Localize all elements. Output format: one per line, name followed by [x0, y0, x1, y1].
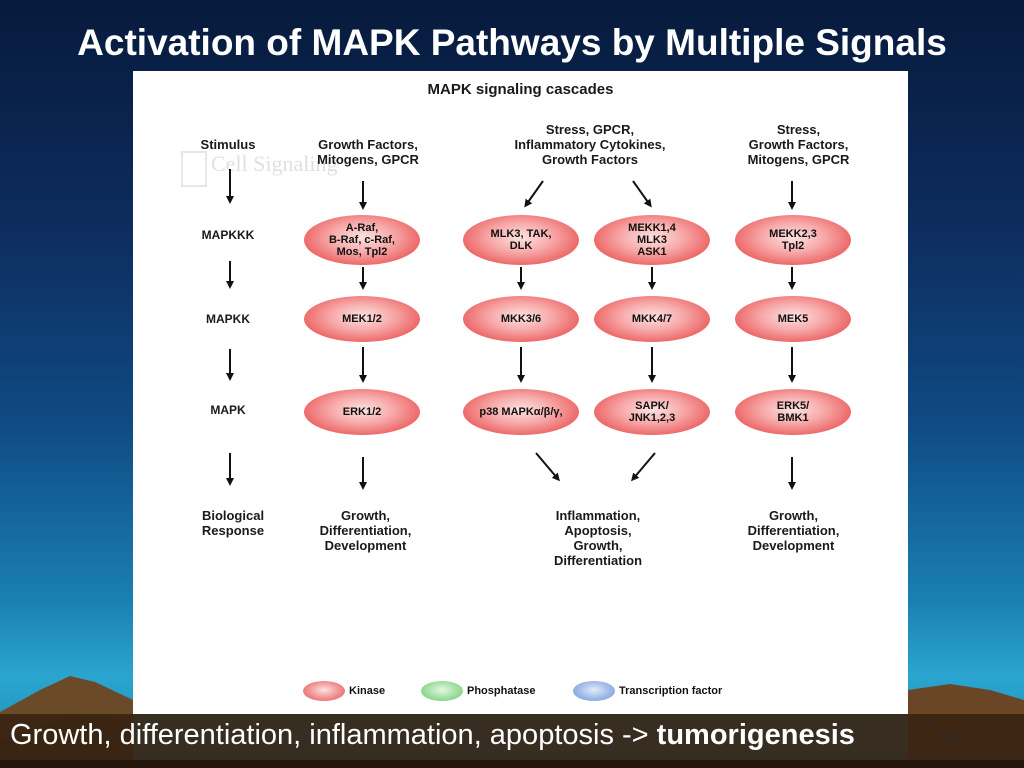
legend-phosphatase-label: Phosphatase — [467, 685, 536, 697]
arrow-diagonal-icon — [631, 452, 656, 482]
legend-phosphatase-swatch — [421, 681, 463, 701]
kinase-oval-mek5: MEK5 — [735, 296, 851, 342]
kinase-oval-sapk-jnk: SAPK/ JNK1,2,3 — [594, 389, 710, 435]
page-number: 31 — [938, 728, 954, 744]
arrow-diagonal-icon — [524, 180, 544, 208]
kinase-oval-erk1-2: ERK1/2 — [304, 389, 420, 435]
row-label-response: Biological Response — [201, 508, 265, 538]
legend-transcription-factor-swatch — [573, 681, 615, 701]
kinase-oval-mek1-2: MEK1/2 — [304, 296, 420, 342]
legend-kinase-swatch — [303, 681, 345, 701]
slide-footer: Growth, differentiation, inflammation, a… — [10, 719, 855, 752]
kinase-oval-erk5-bmk1: ERK5/ BMK1 — [735, 389, 851, 435]
kinase-oval-mkk3-6: MKK3/6 — [463, 296, 579, 342]
row-label-mapkk: MAPKK — [206, 312, 250, 326]
arrow-diagonal-icon — [535, 452, 560, 482]
watermark-logo-icon — [181, 151, 207, 187]
row-label-mapkkk: MAPKKK — [201, 228, 255, 242]
kinase-oval-raf: A-Raf, B-Raf, c-Raf, Mos, Tpl2 — [304, 215, 420, 265]
mapk-diagram-panel: MAPK signaling cascades Cell Signaling S… — [133, 71, 908, 714]
diagram-title: MAPK signaling cascades — [427, 81, 614, 98]
legend-kinase-label: Kinase — [349, 685, 386, 697]
footer-text: Growth, differentiation, inflammation, a… — [10, 719, 649, 751]
slide-title: Activation of MAPK Pathways by Multiple … — [77, 22, 947, 63]
legend-transcription-factor-label: Transcription factor — [619, 685, 723, 697]
kinase-oval-p38-mapk: p38 MAPKα/β/γ, — [463, 389, 579, 435]
row-label-mapk: MAPK — [210, 403, 246, 417]
footer-emphasis: tumorigenesis — [656, 719, 855, 751]
stimulus-col1: Growth Factors, Mitogens, GPCR — [317, 137, 419, 167]
stimulus-col23: Stress, GPCR, Inflammatory Cytokines, Gr… — [514, 122, 666, 167]
kinase-oval-mekk1-4: MEKK1,4 MLK3 ASK1 — [594, 215, 710, 265]
response-col23: Inflammation, Apoptosis, Growth, Differe… — [553, 508, 643, 568]
kinase-oval-mekk2-3: MEKK2,3 Tpl2 — [735, 215, 851, 265]
response-col1: Growth, Differentiation, Development — [319, 508, 412, 553]
kinase-oval-mlk3-tak-dlk: MLK3, TAK, DLK — [463, 215, 579, 265]
row-label-stimulus: Stimulus — [200, 137, 256, 152]
watermark-text: Cell Signaling — [211, 151, 338, 176]
arrow-diagonal-icon — [632, 180, 652, 208]
response-col4: Growth, Differentiation, Development — [747, 508, 840, 553]
kinase-oval-mkk4-7: MKK4/7 — [594, 296, 710, 342]
stimulus-col4: Stress, Growth Factors, Mitogens, GPCR — [747, 122, 850, 167]
